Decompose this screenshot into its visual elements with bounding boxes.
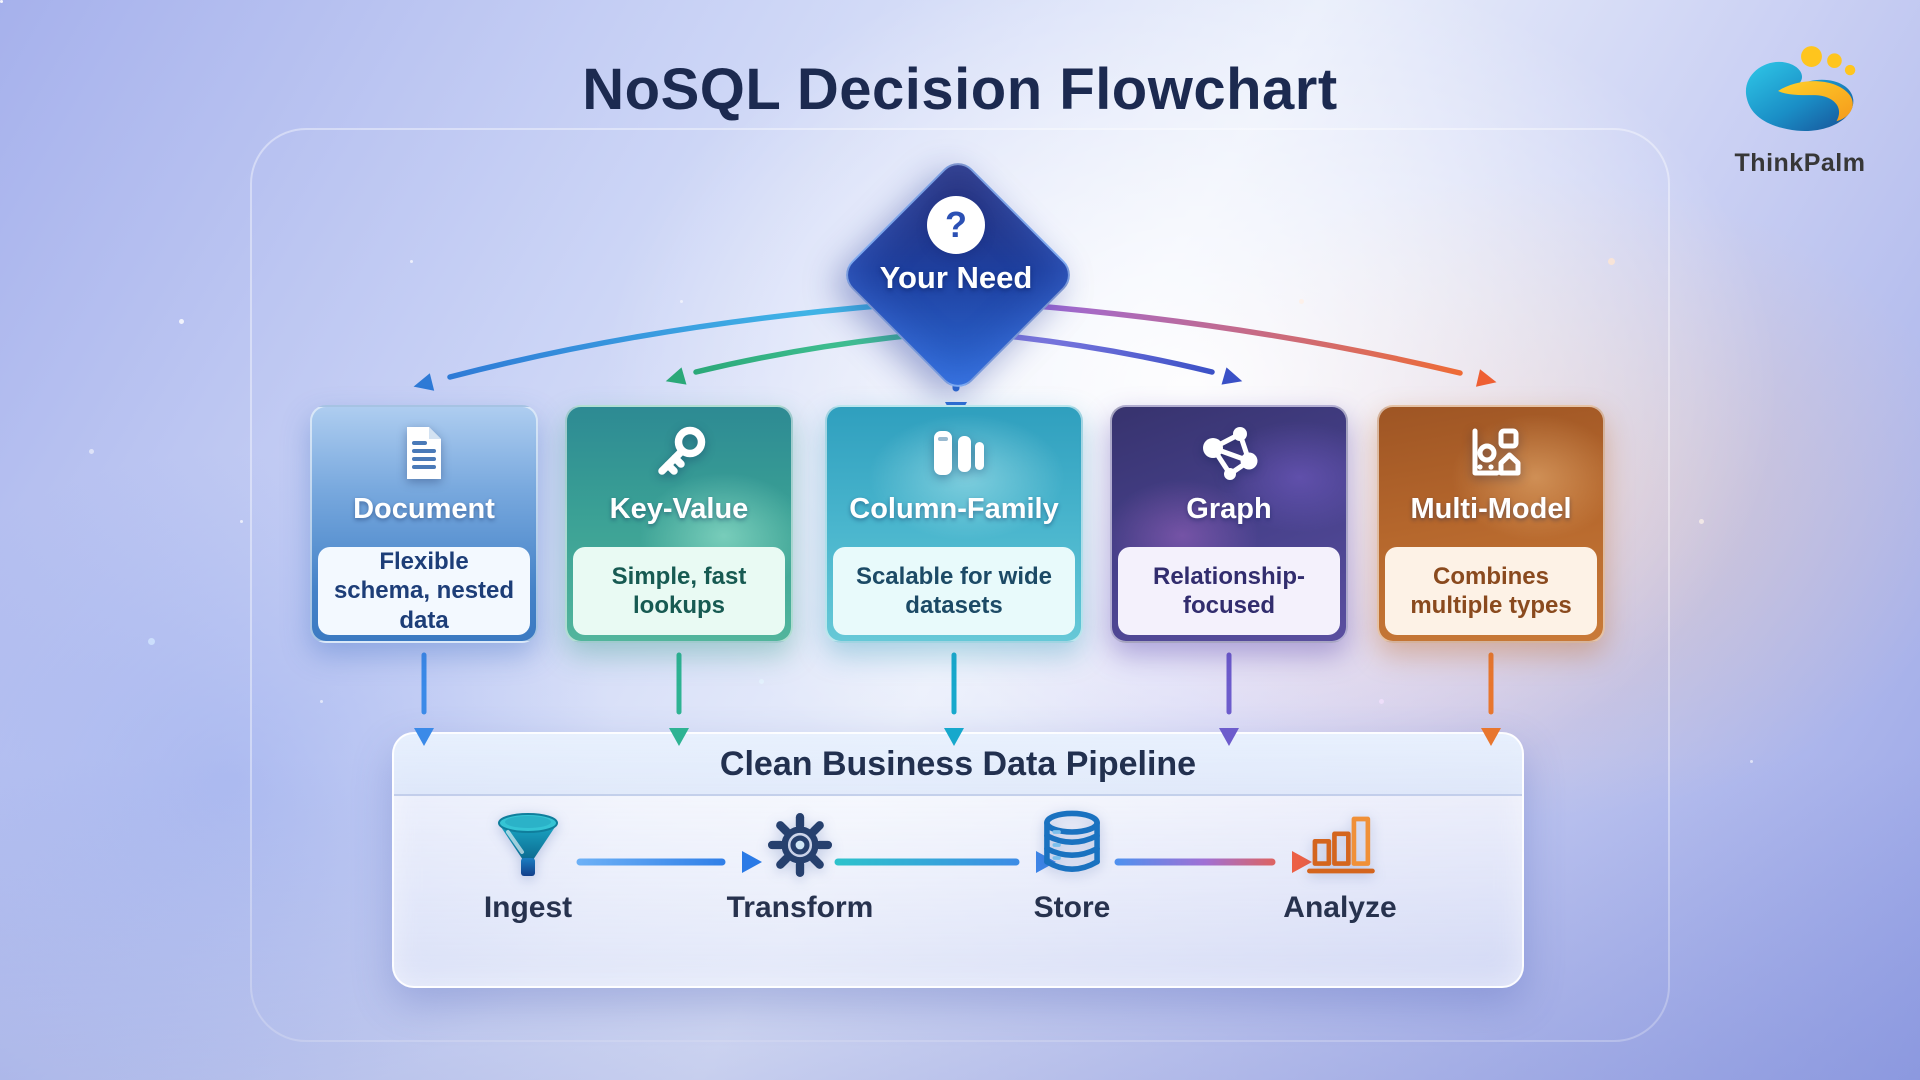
branch-description: Scalable for wide datasets	[833, 547, 1075, 635]
branch-title: Graph	[1186, 493, 1272, 525]
brand-logo: ThinkPalm	[1700, 44, 1900, 178]
multi-model-icon	[1472, 428, 1521, 476]
key-icon	[658, 426, 706, 475]
branch-card-key-value: Key-Value Simple, fast lookups	[565, 405, 793, 643]
pipeline-title: Clean Business Data Pipeline	[394, 734, 1522, 796]
branch-title: Key-Value	[609, 493, 749, 525]
step-label: Analyze	[1283, 891, 1397, 924]
database-icon	[1044, 810, 1100, 872]
sparkle-decorations	[0, 0, 3, 3]
column-family-icon	[934, 431, 984, 475]
question-mark-icon: ?	[927, 196, 985, 254]
decision-label: Your Need	[879, 260, 1033, 295]
document-icon	[407, 427, 441, 479]
pipeline-step-transform: Transform	[710, 806, 890, 925]
step-label: Ingest	[483, 891, 573, 924]
funnel-icon	[498, 813, 558, 876]
branch-arrow-graph	[995, 332, 1243, 385]
page-title: NoSQL Decision Flowchart	[582, 57, 1338, 122]
graph-icon	[1203, 427, 1258, 480]
question-mark: ?	[945, 204, 967, 245]
thinkpalm-logo-icon	[1745, 46, 1856, 132]
pipeline-step-analyze: Analyze	[1250, 806, 1430, 925]
branch-description: Simple, fast lookups	[573, 547, 785, 635]
branch-arrow-key-value	[665, 332, 918, 385]
branch-arrow-multi-model	[1022, 302, 1497, 387]
pipeline-step-store: Store	[982, 806, 1162, 925]
branch-title: Column-Family	[849, 493, 1059, 525]
branch-title: Multi-Model	[1410, 493, 1572, 525]
branch-arrow-document	[413, 302, 892, 391]
step-label: Transform	[726, 891, 874, 924]
branch-card-column-family: Column-Family Scalable for wide datasets	[825, 405, 1083, 643]
branch-description: Combines multiple types	[1385, 547, 1597, 635]
branch-description: Relationship-focused	[1118, 547, 1340, 635]
bar-chart-icon	[1307, 816, 1375, 874]
branch-card-multi-model: Multi-Model Combines multiple types	[1377, 405, 1605, 643]
branch-card-graph: Graph Relationship-focused	[1110, 405, 1348, 643]
step-label: Store	[1033, 891, 1111, 924]
branch-title: Document	[353, 493, 495, 525]
branch-description: Flexible schema, nested data	[318, 547, 530, 635]
branch-card-document: Document Flexible schema, nested data	[310, 405, 538, 643]
brand-name: ThinkPalm	[1734, 149, 1866, 177]
pipeline-step-ingest: Ingest	[438, 806, 618, 925]
gear-icon	[767, 812, 833, 878]
